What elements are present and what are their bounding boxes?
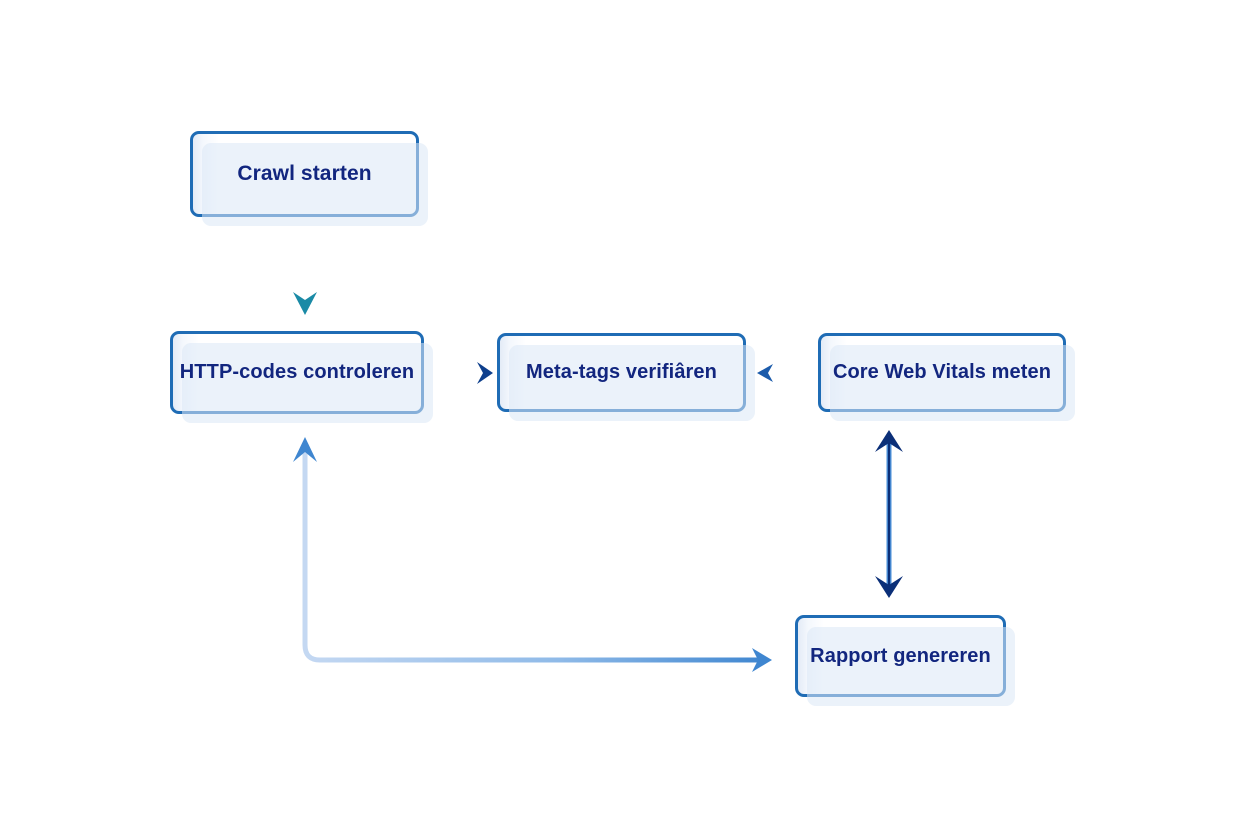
node-http-codes-controleren[interactable]: HTTP-codes controleren: [170, 331, 433, 423]
node-meta-tags-verifieren[interactable]: Meta-tags verifiâren: [497, 333, 755, 421]
node-label: Core Web Vitals meten: [832, 361, 1052, 383]
node-label: HTTP-codes controleren: [179, 361, 415, 383]
edge-crawl-to-http: [293, 222, 317, 315]
edge-http-to-meta: [433, 362, 493, 384]
edge-http-rapport-loop: [293, 437, 772, 672]
node-label: Rapport genereren: [810, 644, 991, 667]
edge-vitals-to-meta: [757, 364, 812, 382]
node-label: Crawl starten: [237, 162, 372, 185]
node-rapport-genereren[interactable]: Rapport genereren: [795, 615, 1015, 706]
node-label: Meta-tags verifiâren: [526, 361, 717, 383]
node-crawl-starten[interactable]: Crawl starten: [190, 131, 428, 226]
edge-vitals-rapport: [815, 430, 963, 598]
node-core-web-vitals-meten[interactable]: Core Web Vitals meten: [818, 333, 1075, 421]
